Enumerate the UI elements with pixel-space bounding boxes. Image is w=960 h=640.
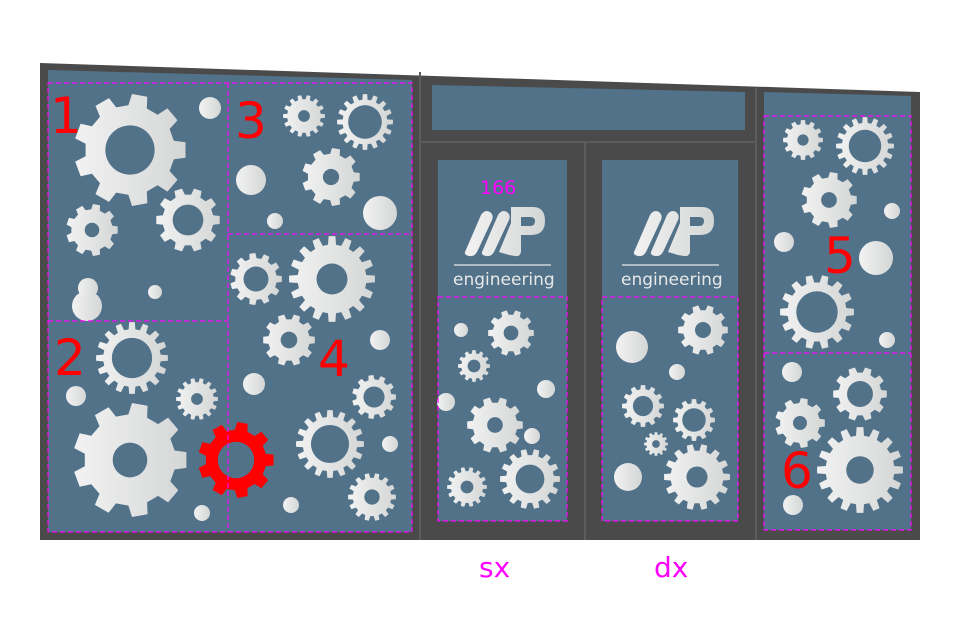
dot-icon	[879, 332, 895, 348]
gear-icon	[296, 410, 364, 478]
gear-icon	[678, 305, 728, 355]
dot-icon	[437, 393, 455, 411]
gear-icon	[283, 95, 325, 137]
door-right-print-area	[601, 296, 739, 522]
door-left-print-area	[437, 296, 568, 522]
dot-icon	[524, 428, 540, 444]
gear-icon	[176, 378, 218, 420]
zone-label-6: 6	[781, 442, 813, 500]
highlighted-gear-icon	[198, 422, 274, 498]
dot-icon	[774, 232, 794, 252]
gear-decals	[66, 94, 903, 521]
gear-icon	[817, 427, 903, 513]
gear-icon	[352, 375, 396, 419]
dot-icon	[236, 165, 266, 195]
dot-icon	[78, 278, 98, 298]
gear-icon	[263, 314, 315, 366]
gear-icon	[75, 94, 186, 206]
dot-icon	[783, 495, 803, 515]
gear-icon	[664, 444, 730, 510]
dot-icon	[454, 323, 468, 337]
zone-outline	[47, 82, 413, 533]
dot-icon	[537, 380, 555, 398]
gear-icon	[836, 117, 894, 175]
gear-icon	[96, 322, 168, 394]
gear-icon	[230, 253, 282, 305]
dot-icon	[66, 386, 86, 406]
dot-icon	[72, 291, 102, 321]
dot-icon	[382, 436, 398, 452]
gear-icon	[337, 94, 393, 150]
gear-icon	[467, 397, 523, 453]
dot-icon	[199, 97, 221, 119]
dot-icon	[884, 203, 900, 219]
transom-glass	[432, 85, 745, 130]
gear-icon	[156, 188, 220, 252]
gear-icon	[644, 432, 668, 456]
dot-icon	[283, 497, 299, 513]
gear-icon	[74, 403, 187, 517]
gear-icon	[66, 204, 118, 256]
zone-outline	[763, 115, 912, 531]
gear-icon	[302, 148, 360, 206]
gear-icon	[775, 398, 825, 448]
gear-icon	[447, 467, 487, 507]
gear-icon	[289, 236, 375, 322]
mp-logo	[464, 207, 545, 257]
zone-label-5: 5	[824, 227, 856, 285]
gear-icon	[801, 172, 857, 228]
gear-icon	[348, 473, 396, 521]
dot-icon	[859, 241, 893, 275]
dot-icon	[782, 362, 802, 382]
zone-label-1: 1	[50, 87, 82, 145]
gear-icon	[780, 275, 854, 349]
gear-icon	[622, 385, 664, 427]
door-right-caption: dx	[654, 551, 688, 584]
door-width-measure: 166	[480, 177, 516, 199]
dot-icon	[669, 364, 685, 380]
dot-icon	[194, 505, 210, 521]
mp-logo	[633, 207, 714, 257]
dot-icon	[148, 285, 162, 299]
gear-icon	[783, 120, 823, 160]
zone-label-4: 4	[318, 330, 350, 388]
dot-icon	[614, 463, 642, 491]
brand-text: engineering	[621, 270, 723, 290]
gear-icon	[673, 399, 715, 441]
brand-text: engineering	[453, 270, 555, 290]
door-left-caption: sx	[479, 551, 510, 584]
dot-icon	[243, 373, 265, 395]
gear-icon	[833, 367, 887, 421]
zone-label-2: 2	[54, 329, 86, 387]
gear-icon	[500, 449, 560, 509]
dot-icon	[267, 213, 283, 229]
zone-label-3: 3	[235, 92, 267, 150]
gear-icon	[458, 350, 490, 382]
gear-icon	[488, 310, 534, 356]
right-window-glass	[764, 92, 911, 530]
dot-icon	[616, 331, 648, 363]
dot-icon	[363, 196, 397, 230]
dot-icon	[370, 330, 390, 350]
